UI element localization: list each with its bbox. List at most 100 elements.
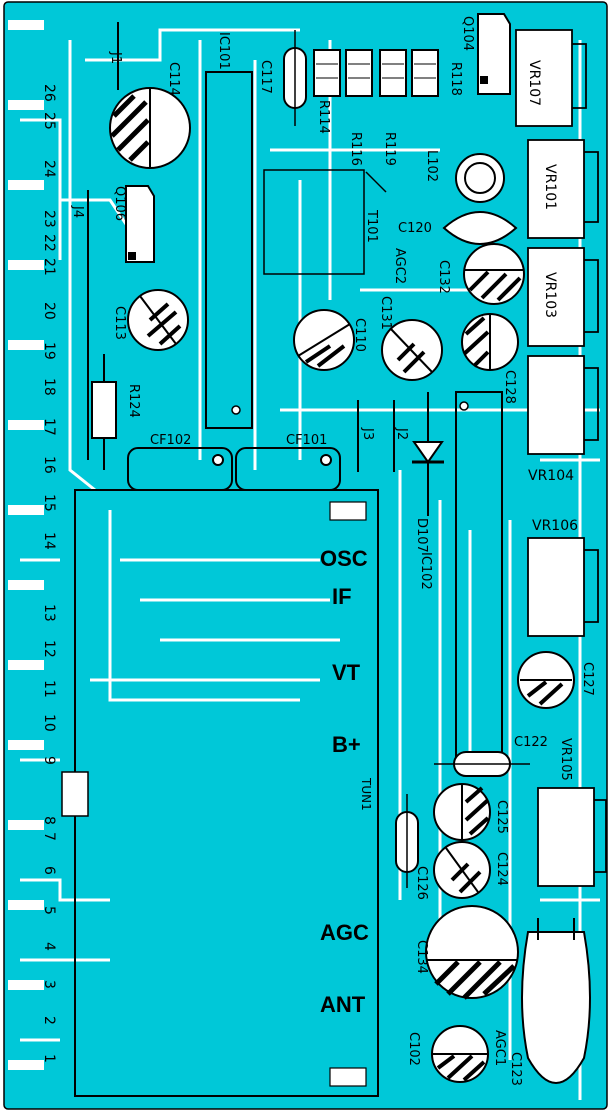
c122-label: C122: [514, 735, 548, 750]
tuner-terminal-top: [329, 501, 367, 521]
j4-label: J4: [70, 205, 85, 218]
jumpers: [87, 22, 395, 472]
c113-capacitor: C113: [112, 289, 189, 351]
edge-pin-9: 9: [41, 756, 57, 765]
edge-pin-12: 12: [41, 640, 57, 658]
r118-resistor: R118: [411, 49, 463, 97]
r118-label: R118: [448, 62, 463, 96]
c125-label: C125: [494, 800, 509, 834]
edge-pin-20: 20: [41, 302, 57, 320]
r114-label: R114: [316, 100, 331, 134]
c110-capacitor: C110: [293, 309, 367, 371]
t101-label: T101: [364, 209, 379, 243]
cf101-label: CF101: [286, 433, 327, 448]
tuner-label-osc: OSC: [320, 546, 368, 571]
c124-capacitor: C124: [433, 841, 509, 899]
edge-connector-fingers: [8, 20, 44, 1070]
c110-label: C110: [352, 318, 367, 352]
j3-label: J3: [360, 427, 375, 440]
j2-label: J2: [394, 427, 409, 440]
t101-outline: [263, 169, 365, 275]
t101: T101: [263, 169, 387, 275]
edge-pin-labels: 26 25 24 23 22 21 20 19 18 17 16 15 14 1…: [41, 84, 57, 1063]
c123-capacitor: C123: [508, 918, 591, 1086]
c102-capacitor: C102: [406, 1025, 489, 1083]
c134-capacitor: C134: [414, 905, 519, 1000]
copper-traces: [20, 28, 600, 1100]
l102-coil: L102: [424, 150, 505, 203]
edge-pin-25: 25: [41, 112, 57, 130]
edge-pin-19: 19: [41, 342, 57, 360]
vr103-pot: VR103: [527, 247, 599, 347]
vr107-label: VR107: [526, 60, 542, 106]
edge-pin-14: 14: [41, 532, 57, 550]
vr107-pot: VR107: [515, 29, 587, 127]
r124-resistor: R124: [91, 354, 141, 470]
agc1-label: AGC1: [492, 1030, 507, 1066]
c127-capacitor: C127: [517, 651, 595, 709]
c125-capacitor: C125: [433, 783, 509, 841]
c126-label: C126: [414, 866, 429, 900]
cf102-filter: CF102: [127, 433, 233, 491]
edge-pin-3: 3: [41, 980, 57, 989]
edge-pin-8: 8: [41, 816, 57, 825]
edge-pin-13: 13: [41, 604, 57, 622]
tuner-shield-pad: [61, 771, 89, 817]
edge-pin-18: 18: [41, 378, 57, 396]
c128-label: C128: [502, 370, 517, 404]
vr105-pot: VR105: [537, 738, 607, 887]
edge-pin-11: 11: [41, 680, 57, 698]
edge-pin-24: 24: [41, 160, 57, 178]
r119-label: R119: [382, 132, 397, 166]
vr104-pot: VR104: [527, 355, 599, 484]
edge-pin-1: 1: [41, 1054, 57, 1063]
vr101-pot: VR101: [527, 139, 599, 239]
ic101: IC101: [205, 32, 253, 429]
c134-label: C134: [414, 940, 429, 974]
agc2-label: AGC2: [392, 248, 407, 284]
c117-label: C117: [258, 60, 273, 94]
ic102-pin1-dot: [459, 401, 469, 411]
edge-pin-10: 10: [41, 714, 57, 732]
c131-label: C131: [378, 296, 393, 330]
c131-capacitor: C131: [378, 296, 443, 381]
tuner-label-agc: AGC: [320, 920, 369, 945]
ic101-label: IC101: [216, 32, 231, 70]
j1-label: J1: [108, 51, 123, 64]
r116-resistor: R116: [345, 49, 373, 166]
q106-label: Q106: [112, 186, 127, 221]
c123-label: C123: [508, 1052, 523, 1086]
vr104-label: VR104: [528, 468, 574, 484]
c124-label: C124: [494, 852, 509, 886]
edge-pin-17: 17: [41, 418, 57, 436]
edge-pin-16: 16: [41, 456, 57, 474]
c120-label: C120: [398, 221, 432, 236]
q106-transistor: Q106: [112, 185, 155, 263]
vr106-label: VR106: [532, 518, 578, 534]
c128-capacitor: C128: [461, 313, 519, 404]
vr101-label: VR101: [542, 164, 558, 210]
tuner-module: OSC IF VT B+ AGC ANT TUN1: [61, 489, 379, 1097]
c126-capacitor: C126: [395, 794, 429, 900]
tuner-label-if: IF: [332, 584, 352, 609]
cf101-filter: CF101: [235, 433, 341, 491]
c120-capacitor: C120: [398, 211, 518, 245]
r124-label: R124: [126, 384, 141, 418]
edge-pin-26: 26: [41, 84, 57, 102]
c117-capacitor: C117: [258, 30, 307, 126]
c132-label: C132: [436, 260, 451, 294]
edge-pin-21: 21: [41, 258, 57, 276]
edge-pin-2: 2: [41, 1016, 57, 1025]
tuner-terminal-bottom: [329, 1067, 367, 1087]
r114-resistor: R114: [313, 49, 341, 134]
edge-pin-23: 23: [41, 210, 57, 228]
d107-label: D107: [414, 518, 429, 553]
edge-pin-22: 22: [41, 234, 57, 252]
c122-capacitor: C122: [434, 735, 548, 777]
edge-pin-5: 5: [41, 906, 57, 915]
edge-pin-6: 6: [41, 866, 57, 875]
tuner-label-ant: ANT: [320, 992, 366, 1017]
edge-pin-15: 15: [41, 494, 57, 512]
c132-capacitor: C132: [436, 243, 525, 305]
q104-transistor: Q104: [460, 13, 511, 95]
